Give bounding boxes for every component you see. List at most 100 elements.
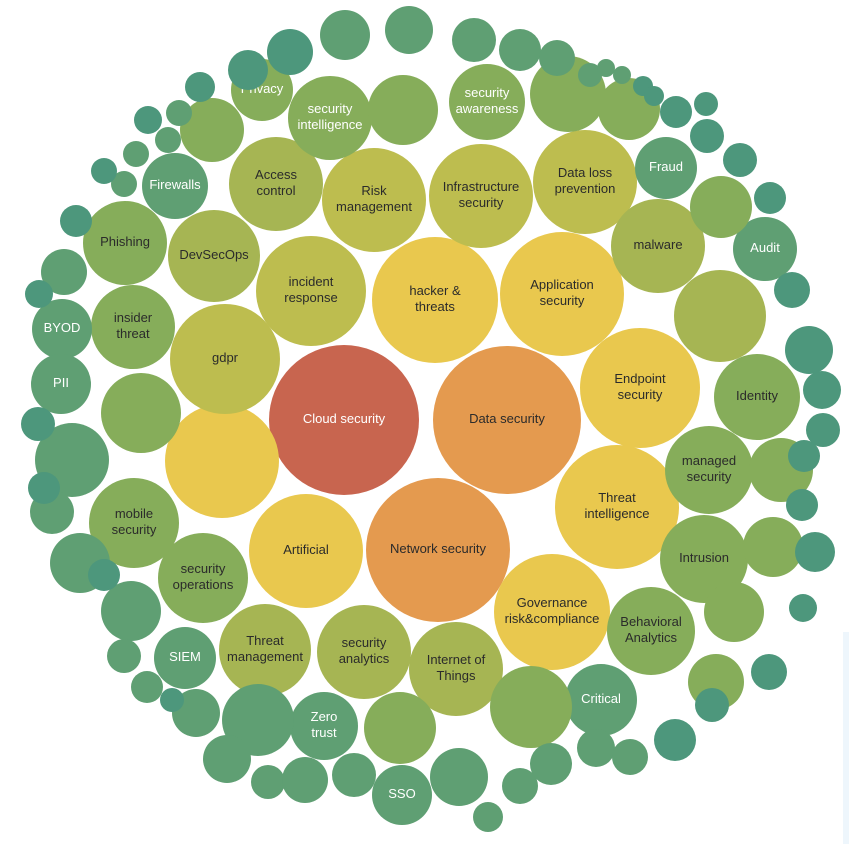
bubble-circle: [372, 765, 432, 825]
bubble-circle: [288, 76, 372, 160]
bubble-circle: [203, 735, 251, 783]
bubble-circle: [25, 280, 53, 308]
bubble-circle: [533, 130, 637, 234]
bubble-circle: [786, 489, 818, 521]
bubble-unlabeled-88: [751, 654, 787, 690]
bubble-circle: [83, 201, 167, 285]
bubble-label: Artificial: [283, 542, 329, 557]
bubble-network-security: Network security: [366, 478, 510, 622]
bubble-unlabeled-112: [28, 472, 60, 504]
bubble-circle: [565, 664, 637, 736]
bubble-intrusion: Intrusion: [660, 515, 748, 603]
bubble-circle: [60, 205, 92, 237]
bubble-malware: malware: [611, 199, 705, 293]
bubble-circle: [611, 199, 705, 293]
bubble-artificial: Artificial: [249, 494, 363, 608]
bubble-circle: [385, 6, 433, 54]
bubble-circle: [364, 692, 436, 764]
bubble-unlabeled-66: [155, 127, 181, 153]
bubble-circle: [660, 96, 692, 128]
bubble-unlabeled-79: [332, 753, 376, 797]
bubble-circle: [372, 237, 498, 363]
bubble-circle: [806, 413, 840, 447]
bubble-circle: [502, 768, 538, 804]
bubble-unlabeled-94: [803, 371, 841, 409]
bubble-label: Identity: [736, 388, 778, 403]
bubble-gdpr: gdpr: [170, 304, 280, 414]
bubble-unlabeled-53: [490, 666, 572, 748]
bubble-circle: [795, 532, 835, 572]
bubble-circle: [228, 50, 268, 90]
bubble-circle: [88, 559, 120, 591]
bubble-circle: [269, 345, 419, 495]
bubble-label: Data security: [469, 411, 545, 426]
bubble-unlabeled-44: [180, 98, 244, 162]
bubble-unlabeled-61: [539, 40, 575, 76]
bubble-unlabeled-43: [101, 373, 181, 453]
bubble-circle: [433, 346, 581, 494]
bubble-unlabeled-101: [694, 92, 718, 116]
bubble-unlabeled-55: [222, 684, 294, 756]
bubble-circle: [131, 671, 163, 703]
bubble-circle: [28, 472, 60, 504]
bubble-circle: [751, 654, 787, 690]
bubble-label: Fraud: [649, 159, 683, 174]
bubble-unlabeled-96: [774, 272, 810, 308]
bubble-label: Audit: [750, 240, 780, 255]
bubble-unlabeled-114: [160, 688, 184, 712]
bubble-unlabeled-54: [364, 692, 436, 764]
bubble-circle: [694, 92, 718, 116]
bubble-unlabeled-50: [743, 517, 803, 577]
bubble-unlabeled-109: [60, 205, 92, 237]
bubble-circle: [430, 748, 488, 806]
bubble-unlabeled-81: [473, 802, 503, 832]
bubble-unlabeled-74: [131, 671, 163, 703]
bubble-unlabeled-63: [597, 59, 615, 77]
bubble-circle: [168, 210, 260, 302]
bubble-circle: [449, 64, 525, 140]
bubble-circle: [539, 40, 575, 76]
bubble-unlabeled-64: [613, 66, 631, 84]
bubble-unlabeled-19: [674, 270, 766, 362]
bubble-circle: [607, 587, 695, 675]
bubble-circle: [555, 445, 679, 569]
bubble-label: SSO: [388, 786, 415, 801]
bubble-unlabeled-65: [166, 100, 192, 126]
bubble-circle: [500, 232, 624, 356]
bubble-circle: [229, 137, 323, 231]
bubble-circle: [101, 373, 181, 453]
bubble-label: malware: [633, 237, 682, 252]
bubble-unlabeled-75: [172, 689, 220, 737]
bubble-byod: BYOD: [32, 299, 92, 359]
bubble-circle: [134, 106, 162, 134]
bubble-label: Critical: [581, 691, 621, 706]
bubble-cloud-security: Cloud security: [269, 345, 419, 495]
bubble-unlabeled-78: [282, 757, 328, 803]
bubble-circle: [222, 684, 294, 756]
bubble-circle: [612, 739, 648, 775]
bubble-circle: [185, 72, 215, 102]
bubble-circle: [644, 86, 664, 106]
bubble-circle: [577, 729, 615, 767]
bubble-circle: [789, 594, 817, 622]
bubble-circle: [674, 270, 766, 362]
bubble-circle: [654, 719, 696, 761]
